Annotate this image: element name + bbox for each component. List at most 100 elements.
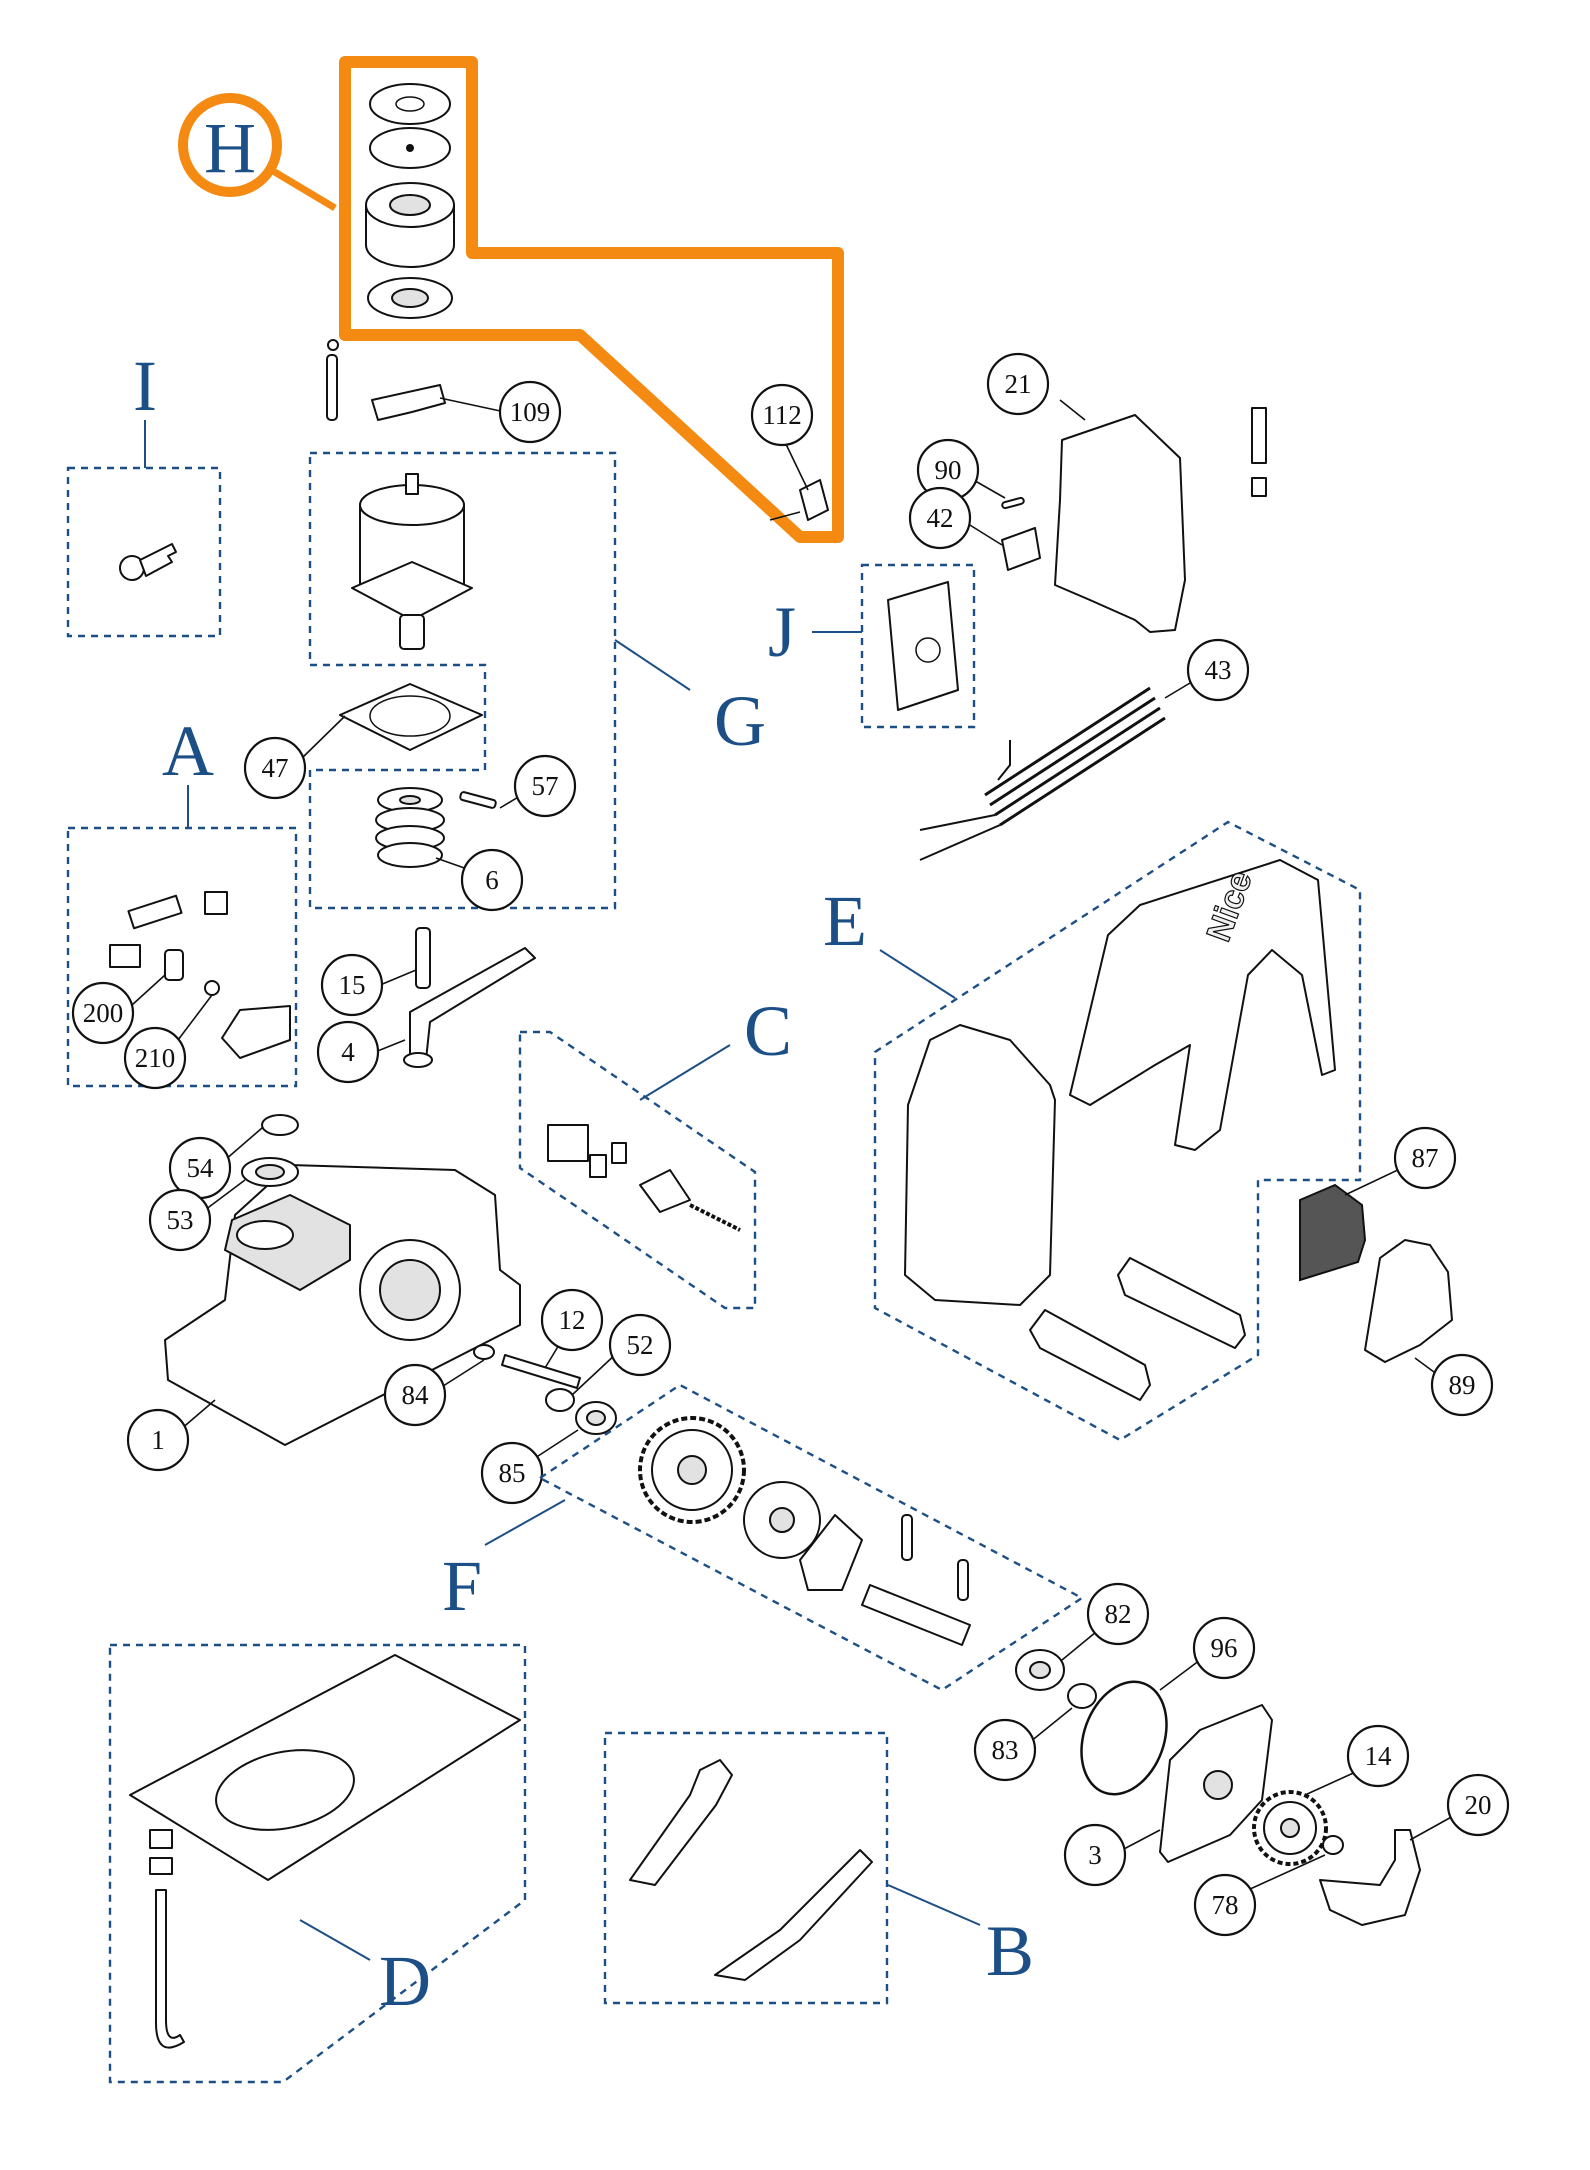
callout-89[interactable]: 89 [1430,1353,1494,1417]
callout-82-label: 82 [1105,1599,1132,1629]
part-12-shaft [501,1354,581,1389]
group-a[interactable]: A 200 210 [66,711,298,1090]
callout-21-label: 21 [1005,369,1032,399]
callout-109[interactable]: 109 [498,380,562,444]
cover-strip-2 [1117,1257,1246,1349]
group-f[interactable]: F [442,1383,1085,1692]
callout-82[interactable]: 82 [1086,1582,1150,1646]
group-j-border [860,563,976,729]
callout-43[interactable]: 43 [1186,638,1250,702]
part-20-cover [1319,1829,1421,1926]
callout-96[interactable]: 96 [1192,1616,1256,1680]
group-d[interactable]: D [108,1643,527,2084]
group-e-border [873,820,1362,1442]
callout-210-label: 210 [135,1043,176,1073]
callout-6-label: 6 [485,865,499,895]
callout-90-label: 90 [935,455,962,485]
callout-15-label: 15 [339,970,366,1000]
callout-112[interactable]: 112 [750,383,814,447]
part-112-bracket [799,479,829,521]
callout-85-label: 85 [499,1458,526,1488]
part-87-grille [1299,1183,1367,1282]
callout-4[interactable]: 4 [316,1020,380,1084]
callout-14[interactable]: 14 [1346,1724,1410,1788]
group-i-border [66,466,222,638]
part-78-washer [1322,1835,1344,1855]
callout-52[interactable]: 52 [608,1313,672,1377]
callout-87[interactable]: 87 [1393,1126,1457,1190]
part-109-bracket [371,384,446,421]
group-h-leader [266,164,337,212]
group-a-label: A [162,711,214,791]
callout-112-label: 112 [762,400,802,430]
part-15-bolt [415,927,431,989]
release-lever [127,894,183,930]
callout-57-label: 57 [532,771,559,801]
callout-78[interactable]: 78 [1193,1873,1257,1937]
group-e[interactable]: E Nice [823,820,1362,1442]
callout-52-label: 52 [627,1330,654,1360]
cover-strip-1 [1029,1309,1151,1401]
spring [689,1203,741,1232]
callout-200[interactable]: 200 [71,981,135,1045]
lock-plate [109,944,141,968]
limit-switch [589,1154,607,1178]
group-g[interactable]: G 47 6 57 [243,451,766,912]
part-90-fuse [1001,496,1025,510]
callout-21[interactable]: 21 [986,352,1050,416]
limit-switch-block [547,1124,589,1162]
group-g-border [308,451,617,910]
part-200-cylinder [164,949,184,981]
group-g-label: G [714,681,766,761]
callout-84-label: 84 [402,1380,430,1410]
callout-57[interactable]: 57 [513,754,577,818]
callout-84[interactable]: 84 [383,1363,447,1427]
callout-3-label: 3 [1088,1840,1102,1870]
group-e-label: E [823,881,867,961]
callout-96-label: 96 [1211,1633,1238,1663]
callout-210[interactable]: 210 [123,1026,187,1090]
clutch-hub [799,1514,863,1591]
callout-6[interactable]: 6 [460,848,524,912]
group-h[interactable]: H 112 [178,56,844,543]
main-cover [1069,859,1336,1151]
callout-83[interactable]: 83 [973,1718,1037,1782]
group-c[interactable]: C [518,991,792,1310]
callout-53-label: 53 [167,1205,194,1235]
group-i[interactable]: I [66,346,222,638]
callout-85[interactable]: 85 [480,1441,544,1505]
callout-20-label: 20 [1465,1790,1492,1820]
part-47-gasket [339,683,483,751]
callout-20[interactable]: 20 [1446,1773,1510,1837]
group-j-label: J [768,592,796,672]
callout-47[interactable]: 47 [243,736,307,800]
callout-53[interactable]: 53 [148,1188,212,1252]
pin-2 [957,1559,969,1601]
callout-3[interactable]: 3 [1063,1823,1127,1887]
callout-87-label: 87 [1412,1143,1439,1173]
base-plate [129,1654,521,1881]
callout-12-label: 12 [559,1305,586,1335]
callout-15[interactable]: 15 [320,953,384,1017]
part-43-wiring-harness [919,686,1166,861]
callout-14-label: 14 [1365,1741,1393,1771]
nut-1 [149,1829,173,1849]
part-6-worm [375,787,445,868]
part-21-control-unit [1054,414,1186,633]
callout-42[interactable]: 42 [908,486,972,550]
part-210-washer [204,980,220,996]
group-b[interactable]: B [603,1731,1034,2005]
callout-78-label: 78 [1212,1890,1239,1920]
callout-47-label: 47 [262,753,289,783]
callout-1[interactable]: 1 [126,1408,190,1472]
group-c-label: C [744,991,792,1071]
group-f-label: F [442,1546,482,1626]
group-j[interactable]: J [768,563,976,729]
pin-1 [901,1514,913,1561]
part-52-ring [545,1388,575,1412]
key-part [119,543,177,581]
fuse-strip [1251,407,1267,464]
callout-12[interactable]: 12 [540,1288,604,1352]
